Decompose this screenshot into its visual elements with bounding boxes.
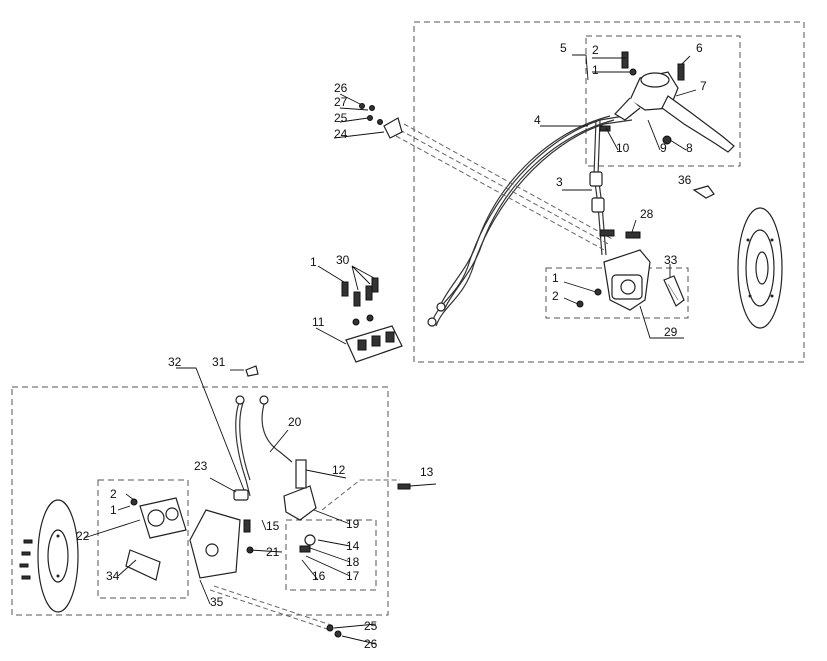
leader-lines: [83, 54, 697, 645]
callout-25-top: 25: [334, 111, 348, 125]
callout-26-bottom: 26: [364, 637, 378, 651]
clip-31: [245, 365, 259, 377]
rear-caliper-bracket: [189, 509, 254, 579]
callout-26-top: 26: [334, 81, 348, 95]
callout-22: 22: [76, 529, 90, 543]
callout-35: 35: [210, 595, 224, 609]
callout-1-rear: 1: [110, 503, 117, 517]
callout-2-front-caliper: 2: [552, 289, 559, 303]
callout-19: 19: [346, 517, 360, 531]
master-cylinder-bolts: [599, 51, 685, 145]
rear-caliper: [130, 497, 187, 539]
front-brake-assembly-box: [413, 21, 805, 363]
callout-25-bottom: 25: [364, 619, 378, 633]
callout-21: 21: [266, 545, 280, 559]
callout-2-top: 2: [592, 43, 599, 57]
callout-4: 4: [534, 113, 541, 127]
bolt-13: [397, 483, 411, 490]
callout-24: 24: [334, 127, 348, 141]
callout-30: 30: [336, 253, 350, 267]
callout-9: 9: [660, 141, 667, 155]
callout-28: 28: [640, 207, 654, 221]
rear-brake-hose: [233, 395, 293, 501]
hose-bracket-upper: [359, 103, 403, 139]
callout-labels: 2 1 5 6 7 8 9 10 4 3 1 2 28 33 29 36 26 …: [76, 41, 707, 651]
lower-bolts: [326, 624, 342, 638]
caliper-bolts-30: [341, 277, 379, 326]
callout-2-rear: 2: [110, 487, 117, 501]
callout-29: 29: [664, 325, 678, 339]
front-brake-pads: [663, 275, 685, 307]
disc-bolts-rear: [19, 539, 33, 580]
rear-master-sub-box: [285, 519, 377, 591]
callout-8: 8: [686, 141, 693, 155]
rear-brake-assembly-box: [11, 386, 389, 616]
callout-15: 15: [266, 519, 280, 533]
callout-18: 18: [346, 555, 360, 569]
callout-1-front-caliper: 1: [552, 271, 559, 285]
rear-master-cylinder: [283, 459, 317, 553]
callout-6: 6: [696, 41, 703, 55]
callout-13: 13: [420, 465, 434, 479]
callout-16: 16: [312, 569, 326, 583]
callout-36: 36: [678, 173, 692, 187]
callout-31: 31: [212, 355, 226, 369]
callout-14: 14: [346, 539, 360, 553]
callout-10: 10: [616, 141, 630, 155]
callout-23: 23: [194, 459, 208, 473]
hose-clip: [692, 185, 715, 199]
rear-brake-disc: [37, 499, 79, 613]
callout-1-caliper11: 1: [310, 255, 317, 269]
callout-3: 3: [556, 175, 563, 189]
callout-33: 33: [664, 253, 678, 267]
callout-20: 20: [288, 415, 302, 429]
routing-dash-rear: [321, 479, 400, 511]
callout-17: 17: [346, 569, 360, 583]
master-cylinder-sub-box: [585, 35, 741, 167]
front-caliper: [576, 229, 651, 311]
front-brake-hose: [427, 114, 633, 327]
rear-brake-pads: [125, 549, 161, 581]
callout-1-top: 1: [592, 63, 599, 77]
callout-12: 12: [332, 463, 346, 477]
caliper-11: [345, 325, 403, 363]
front-brake-disc: [737, 207, 783, 329]
callout-34: 34: [106, 569, 120, 583]
callout-5: 5: [560, 41, 567, 55]
front-brake-lever: [661, 95, 735, 153]
callout-7: 7: [700, 79, 707, 93]
rear-caliper-sub-box: [97, 479, 189, 599]
callout-11: 11: [312, 315, 325, 329]
callout-27: 27: [334, 95, 348, 109]
callout-32: 32: [168, 355, 182, 369]
routing-dash-upper: [395, 123, 615, 252]
routing-dash-lower: [209, 585, 335, 631]
